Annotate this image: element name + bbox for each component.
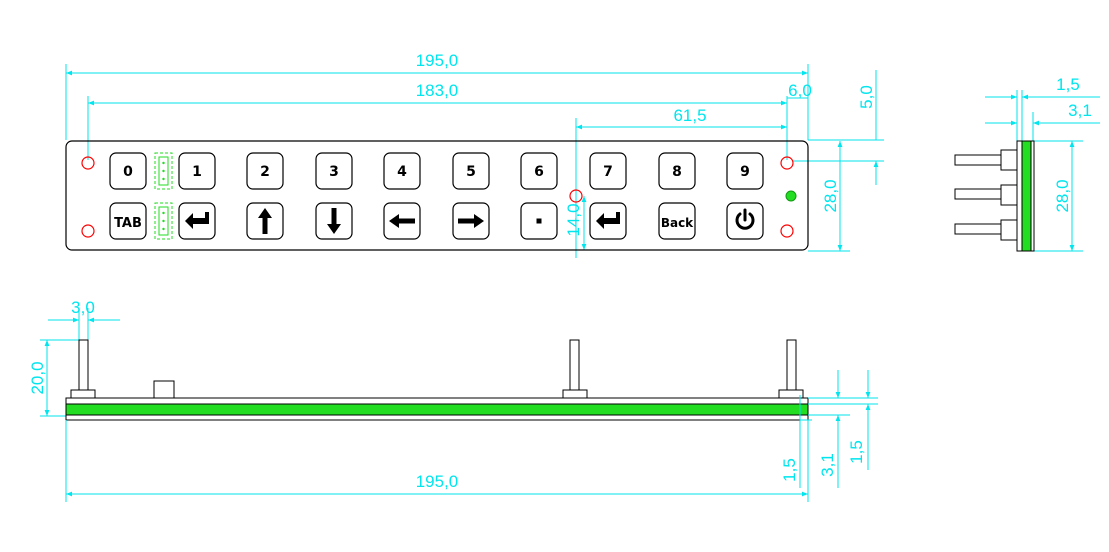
enter-arrow-icon <box>185 212 209 229</box>
arrow-left-icon <box>389 214 415 228</box>
key[interactable]: 6 <box>520 152 558 190</box>
board-layer <box>1030 140 1035 252</box>
dim-total-width <box>65 64 809 140</box>
pin <box>70 339 804 399</box>
dim-total-width-text: 195,0 <box>416 51 459 70</box>
pin <box>954 149 1018 241</box>
key[interactable] <box>520 202 558 240</box>
arrow-up-icon <box>258 208 272 234</box>
dim-total-thickness-text: 3,1 <box>1068 101 1092 120</box>
bottom-view: 3,0 20,0 1,5 <box>28 298 878 502</box>
dim-center-hole-height-text: 14,0 <box>564 203 583 236</box>
mount-hole <box>81 224 95 238</box>
dim-layer-a-text: 1,5 <box>780 458 799 482</box>
key-label: 8 <box>672 164 682 180</box>
dim-height <box>808 141 850 252</box>
arrow-down-icon <box>327 208 341 234</box>
board-layer <box>65 414 809 421</box>
side-view: 1,5 3,1 28,0 <box>954 75 1100 252</box>
key[interactable]: 8 <box>658 152 696 190</box>
status-led <box>785 190 797 202</box>
key-label: 2 <box>260 164 270 180</box>
key[interactable]: TAB <box>109 202 147 240</box>
mount-hole <box>81 156 95 170</box>
power-icon <box>735 208 755 230</box>
key[interactable] <box>383 202 421 240</box>
mount-hole <box>780 224 794 238</box>
dim-top-offset-text: 5,0 <box>857 85 876 109</box>
board-layer <box>1016 140 1023 252</box>
key-label: TAB <box>114 216 142 231</box>
dim-hole-spacing <box>87 96 788 160</box>
key-label: 4 <box>397 164 407 180</box>
key[interactable]: 9 <box>726 152 764 190</box>
key-label: 3 <box>329 164 339 180</box>
enter-arrow-icon <box>596 212 620 229</box>
key[interactable]: 3 <box>315 152 353 190</box>
key[interactable]: 7 <box>589 152 627 190</box>
key[interactable]: 2 <box>246 152 284 190</box>
connector-body <box>153 380 175 399</box>
connector <box>154 152 173 190</box>
dim-hole-spacing-text: 183,0 <box>416 81 459 100</box>
dim-center-hole-offset-text: 61,5 <box>673 106 706 125</box>
key-label: 1 <box>192 164 202 180</box>
dim-pin-width <box>48 308 120 340</box>
front-view: 195,0 183,0 6,0 5,0 61,5 <box>65 51 884 258</box>
dim-layer-thickness-text: 1,5 <box>1056 75 1080 94</box>
board-layer <box>65 403 809 416</box>
key[interactable] <box>246 202 284 240</box>
dim-hole-offset-text: 6,0 <box>788 81 812 100</box>
key-label: 5 <box>466 164 476 180</box>
key-label: 7 <box>603 164 613 180</box>
dim-bottom-width-text: 195,0 <box>416 472 459 491</box>
dim-layers <box>799 370 878 488</box>
key-label: Back <box>661 216 694 230</box>
dim-pin-height-text: 20,0 <box>28 361 47 394</box>
arrow-right-icon <box>458 214 484 228</box>
key[interactable] <box>726 202 764 240</box>
board-layer <box>65 397 809 405</box>
mount-hole <box>569 189 583 203</box>
dot-icon <box>536 218 542 224</box>
dim-pin-width-text: 3,0 <box>71 298 95 317</box>
dim-side-layers <box>985 90 1100 252</box>
key[interactable] <box>315 202 353 240</box>
dim-side-height-text: 28,0 <box>1053 179 1072 212</box>
dim-layer-b-text: 3,1 <box>818 453 837 477</box>
key[interactable]: 4 <box>383 152 421 190</box>
key[interactable]: 5 <box>452 152 490 190</box>
key[interactable] <box>178 202 216 240</box>
connector <box>154 202 173 240</box>
key-label: 0 <box>123 164 133 180</box>
key[interactable] <box>589 202 627 240</box>
dim-layer-c-text: 1,5 <box>847 440 866 464</box>
key-label: 6 <box>534 164 544 180</box>
dim-height-text: 28,0 <box>821 179 840 212</box>
key[interactable]: Back <box>658 202 696 240</box>
key[interactable] <box>452 202 490 240</box>
key[interactable]: 0 <box>109 152 147 190</box>
dim-bottom-width <box>65 420 809 502</box>
key[interactable]: 1 <box>178 152 216 190</box>
key-label: 9 <box>740 164 750 180</box>
dim-pin-height <box>40 339 80 417</box>
mount-hole <box>780 156 794 170</box>
board-outline <box>65 140 809 251</box>
board-layer <box>1021 140 1032 252</box>
